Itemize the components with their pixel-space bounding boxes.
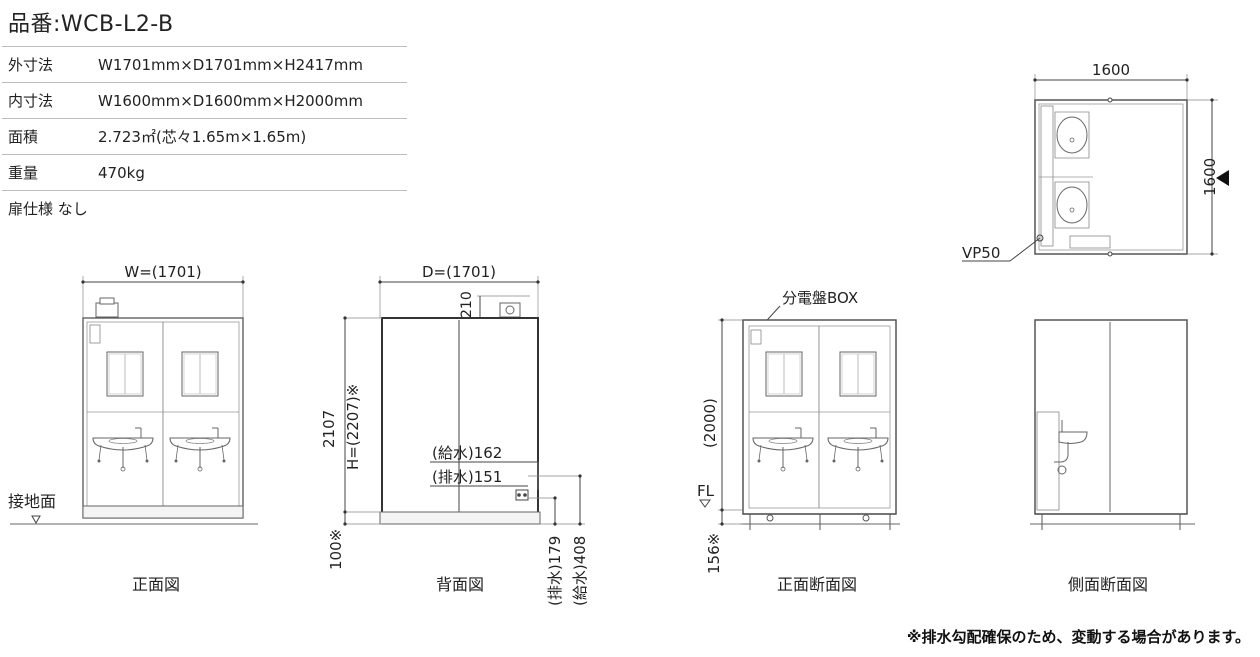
- front-view: W=(1701) 接地面 正面図: [8, 263, 258, 594]
- spec-row: 外寸法 W1701mm×D1701mm×H2417mm: [2, 46, 407, 83]
- width-label: W=(1701): [124, 263, 201, 281]
- pipe-connection-icon: [515, 489, 529, 501]
- spec-value: W1701mm×D1701mm×H2417mm: [98, 46, 407, 83]
- drain-pipe-label: VP50: [962, 244, 1000, 262]
- depth-label: D=(1701): [422, 263, 496, 281]
- roof-tank-icon: [499, 302, 521, 318]
- floor-level-icon: [699, 499, 711, 508]
- back-view: D=(1701) 210 2107 H=(2207)※ 100※: [320, 263, 589, 606]
- spec-value: 2.723㎡(芯々1.65m×1.65m): [98, 118, 407, 155]
- drain-label: (排水)151: [432, 468, 502, 486]
- base-height-label: 100※: [327, 529, 345, 570]
- total-height-label: H=(2207)※: [344, 384, 362, 470]
- back-view-caption: 背面図: [436, 575, 484, 594]
- supply-height-label: (給水)408: [571, 536, 589, 606]
- spec-label: 面積: [2, 118, 98, 155]
- side-section-view: 側面断面図: [1030, 319, 1195, 594]
- unit-body: [1034, 319, 1188, 515]
- footnote: ※排水勾配確保のため、変動する場合があります。: [906, 628, 1250, 646]
- fl-label: FL: [697, 482, 715, 500]
- spec-label: 外寸法: [2, 46, 98, 83]
- spec-table: 外寸法 W1701mm×D1701mm×H2417mm 内寸法 W1600mm×…: [2, 46, 407, 226]
- plan-depth-label: 1600: [1201, 158, 1219, 196]
- sink-side-icon: [1058, 431, 1088, 444]
- spec-label: 内寸法: [2, 82, 98, 119]
- drain-height-label: (排水)179: [546, 536, 564, 606]
- spec-label: 重量: [2, 154, 98, 191]
- spec-value: 470kg: [98, 154, 407, 191]
- ground-label: 接地面: [8, 492, 56, 511]
- basin-plan-icon: [1056, 186, 1088, 224]
- front-section-view: 分電盤BOX (2000) FL 15: [697, 289, 900, 594]
- front-view-caption: 正面図: [132, 575, 180, 594]
- panel-box-label: 分電盤BOX: [782, 289, 858, 307]
- unit-body: [381, 317, 539, 515]
- door-spec: 扉仕様 なし: [8, 200, 88, 218]
- spec-row: 面積 2.723㎡(芯々1.65m×1.65m): [2, 118, 407, 155]
- spec-row: 内寸法 W1600mm×D1600mm×H2000mm: [2, 82, 407, 119]
- spec-row: 重量 470kg: [2, 154, 407, 191]
- water-supply-label: (給水)162: [432, 444, 502, 462]
- body-height-label: 2107: [320, 410, 338, 448]
- direction-arrow-icon: [1216, 170, 1229, 186]
- basin-plan-icon: [1056, 116, 1088, 154]
- plan-width-label: 1600: [1092, 61, 1130, 79]
- spec-row: 扉仕様 なし: [2, 191, 407, 227]
- ground-marker-icon: [31, 515, 41, 525]
- unit-body: [742, 319, 897, 515]
- drain-pipe-icon: [1036, 234, 1044, 242]
- product-number-title: 品番:WCB-L2-B: [8, 12, 174, 37]
- plan-view: 1600 1600 VP50: [962, 61, 1229, 262]
- front-section-caption: 正面断面図: [777, 575, 857, 594]
- top-dimension-label: 210: [459, 291, 475, 318]
- spec-value: W1600mm×D1600mm×H2000mm: [98, 82, 407, 119]
- roof-tank-icon: [95, 302, 119, 318]
- side-section-caption: 側面断面図: [1068, 575, 1148, 594]
- section-base-label: 156※: [705, 533, 723, 574]
- inner-height-label: (2000): [701, 398, 719, 448]
